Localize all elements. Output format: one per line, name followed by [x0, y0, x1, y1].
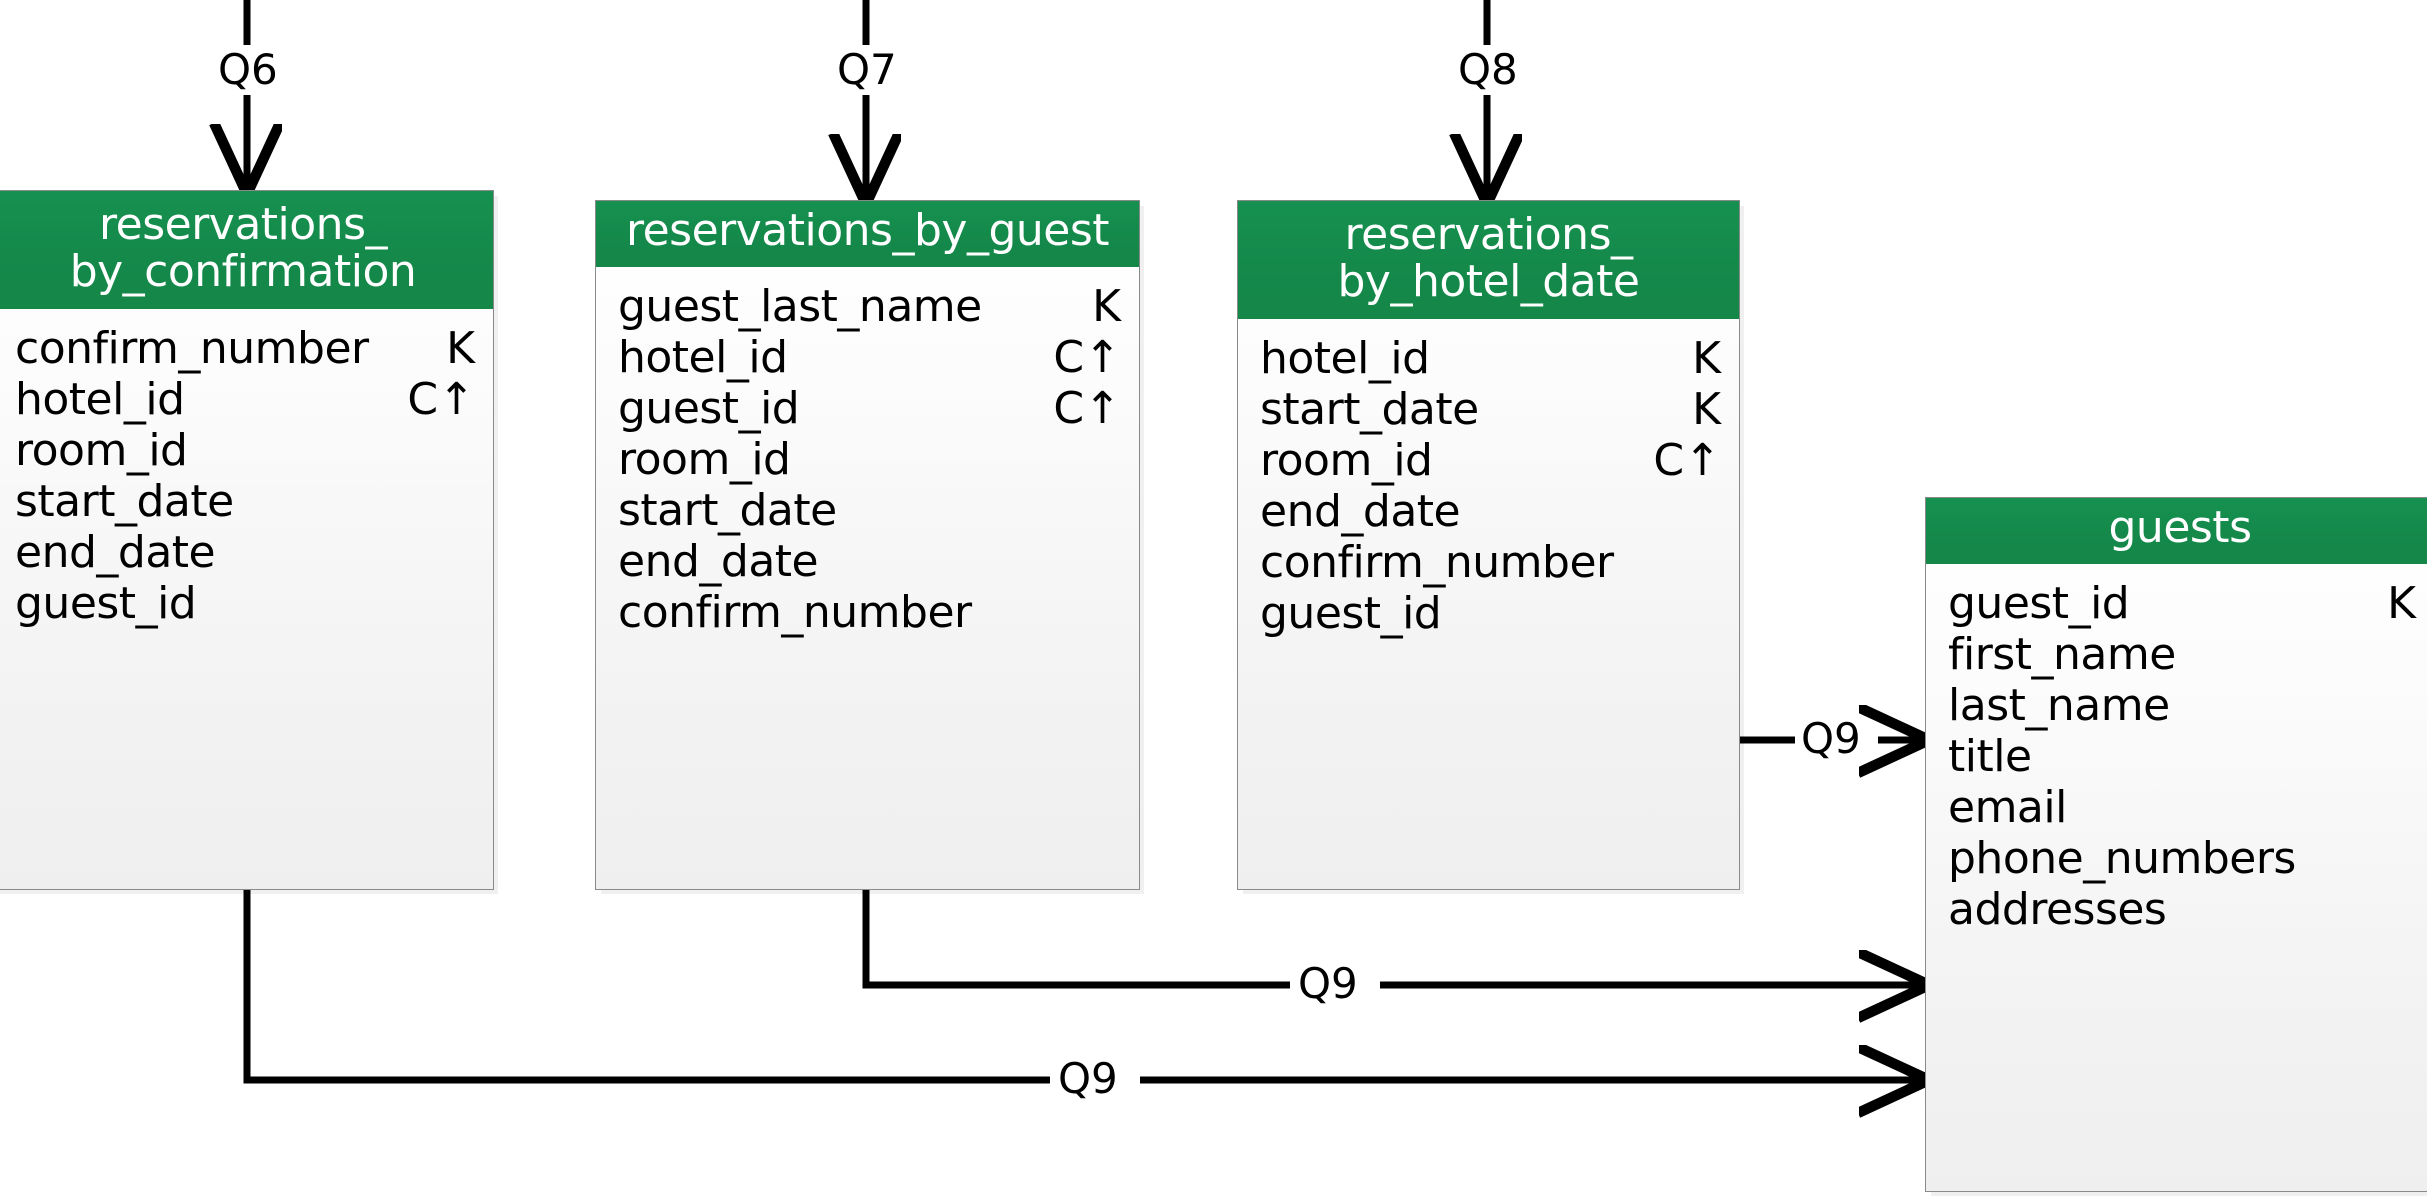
field-name: email — [1948, 782, 2067, 833]
field-row[interactable]: guest_id — [1238, 588, 1739, 639]
field-name: last_name — [1948, 680, 2170, 731]
field-name: hotel_id — [15, 374, 185, 425]
field-row[interactable]: confirm_number K — [0, 323, 493, 374]
field-key: K — [1692, 333, 1721, 384]
field-name: end_date — [1260, 486, 1461, 537]
field-row[interactable]: addresses — [1926, 884, 2427, 935]
field-row[interactable]: first_name — [1926, 629, 2427, 680]
field-row[interactable]: room_id C↑ — [1238, 435, 1739, 486]
table-header-reservations-by-guest: reservations_by_guest — [596, 201, 1139, 267]
table-body-reservations-by-confirmation: confirm_number K hotel_id C↑ room_id sta… — [0, 309, 493, 639]
table-guests[interactable]: guests guest_id K first_name last_name t… — [1925, 497, 2427, 1192]
table-title-line1: reservations_ — [1344, 209, 1634, 260]
field-name: end_date — [618, 536, 819, 587]
field-name: addresses — [1948, 884, 2167, 935]
field-name: guest_id — [1260, 588, 1442, 639]
table-reservations-by-confirmation[interactable]: reservations_ by_confirmation confirm_nu… — [0, 190, 494, 890]
edge-q9-by-guest — [862, 890, 1925, 985]
field-row[interactable]: confirm_number — [1238, 537, 1739, 588]
field-name: guest_last_name — [618, 281, 982, 332]
table-header-guests: guests — [1926, 498, 2427, 564]
field-name: start_date — [1260, 384, 1479, 435]
table-body-reservations-by-hotel-date: hotel_id K start_date K room_id C↑ end_d… — [1238, 319, 1739, 649]
field-name: confirm_number — [15, 323, 369, 374]
edge-q9-by-confirmation — [243, 890, 1925, 1080]
field-key: K — [446, 323, 475, 374]
edge-label-q9-by-confirmation: Q9 — [1052, 1058, 1124, 1100]
field-row[interactable]: start_date K — [1238, 384, 1739, 435]
field-row[interactable]: room_id — [596, 434, 1139, 485]
field-row[interactable]: end_date — [0, 527, 493, 578]
field-name: title — [1948, 731, 2032, 782]
field-row[interactable]: last_name — [1926, 680, 2427, 731]
table-header-reservations-by-hotel-date: reservations_ by_hotel_date — [1238, 201, 1739, 319]
field-name: end_date — [15, 527, 216, 578]
field-row[interactable]: hotel_id C↑ — [0, 374, 493, 425]
table-title-line2: by_hotel_date — [1337, 256, 1640, 308]
field-name: phone_numbers — [1948, 833, 2296, 884]
field-row[interactable]: guest_id K — [1926, 578, 2427, 629]
field-row[interactable]: guest_last_name K — [596, 281, 1139, 332]
edge-label-q7: Q7 — [831, 49, 903, 91]
edge-label-q8: Q8 — [1452, 49, 1524, 91]
field-name: confirm_number — [1260, 537, 1614, 588]
field-row[interactable]: room_id — [0, 425, 493, 476]
field-name: room_id — [618, 434, 791, 485]
field-row[interactable]: title — [1926, 731, 2427, 782]
field-row[interactable]: confirm_number — [596, 587, 1139, 638]
field-name: guest_id — [1948, 578, 2130, 629]
edge-label-q6: Q6 — [212, 49, 284, 91]
field-row[interactable]: phone_numbers — [1926, 833, 2427, 884]
table-title-line1: reservations_ — [99, 199, 388, 250]
field-row[interactable]: end_date — [1238, 486, 1739, 537]
field-row[interactable]: hotel_id K — [1238, 333, 1739, 384]
edge-label-q9-by-guest: Q9 — [1292, 963, 1364, 1005]
table-header-reservations-by-confirmation: reservations_ by_confirmation — [0, 191, 493, 309]
field-name: room_id — [1260, 435, 1433, 486]
field-key: C↑ — [407, 374, 475, 425]
field-name: hotel_id — [1260, 333, 1430, 384]
field-row[interactable]: hotel_id C↑ — [596, 332, 1139, 383]
field-row[interactable]: email — [1926, 782, 2427, 833]
field-name: first_name — [1948, 629, 2176, 680]
field-name: room_id — [15, 425, 188, 476]
table-title-line2: by_confirmation — [69, 246, 417, 298]
field-name: start_date — [618, 485, 837, 536]
table-title-line1: reservations_by_guest — [625, 205, 1110, 256]
field-row[interactable]: guest_id C↑ — [596, 383, 1139, 434]
field-key: K — [2387, 578, 2416, 629]
field-name: guest_id — [618, 383, 800, 434]
field-key: C↑ — [1053, 332, 1121, 383]
field-row[interactable]: start_date — [0, 476, 493, 527]
field-row[interactable]: guest_id — [0, 578, 493, 629]
field-row[interactable]: start_date — [596, 485, 1139, 536]
field-key: C↑ — [1653, 435, 1721, 486]
edge-label-q9-hotel-date: Q9 — [1795, 718, 1867, 760]
table-title-line1: guests — [2108, 502, 2253, 553]
field-key: C↑ — [1053, 383, 1121, 434]
field-row[interactable]: end_date — [596, 536, 1139, 587]
field-name: start_date — [15, 476, 234, 527]
table-reservations-by-guest[interactable]: reservations_by_guest guest_last_name K … — [595, 200, 1140, 890]
table-body-reservations-by-guest: guest_last_name K hotel_id C↑ guest_id C… — [596, 267, 1139, 648]
field-key: K — [1692, 384, 1721, 435]
field-name: confirm_number — [618, 587, 972, 638]
field-name: guest_id — [15, 578, 197, 629]
field-key: K — [1092, 281, 1121, 332]
table-body-guests: guest_id K first_name last_name title em… — [1926, 564, 2427, 945]
field-name: hotel_id — [618, 332, 788, 383]
table-reservations-by-hotel-date[interactable]: reservations_ by_hotel_date hotel_id K s… — [1237, 200, 1740, 890]
